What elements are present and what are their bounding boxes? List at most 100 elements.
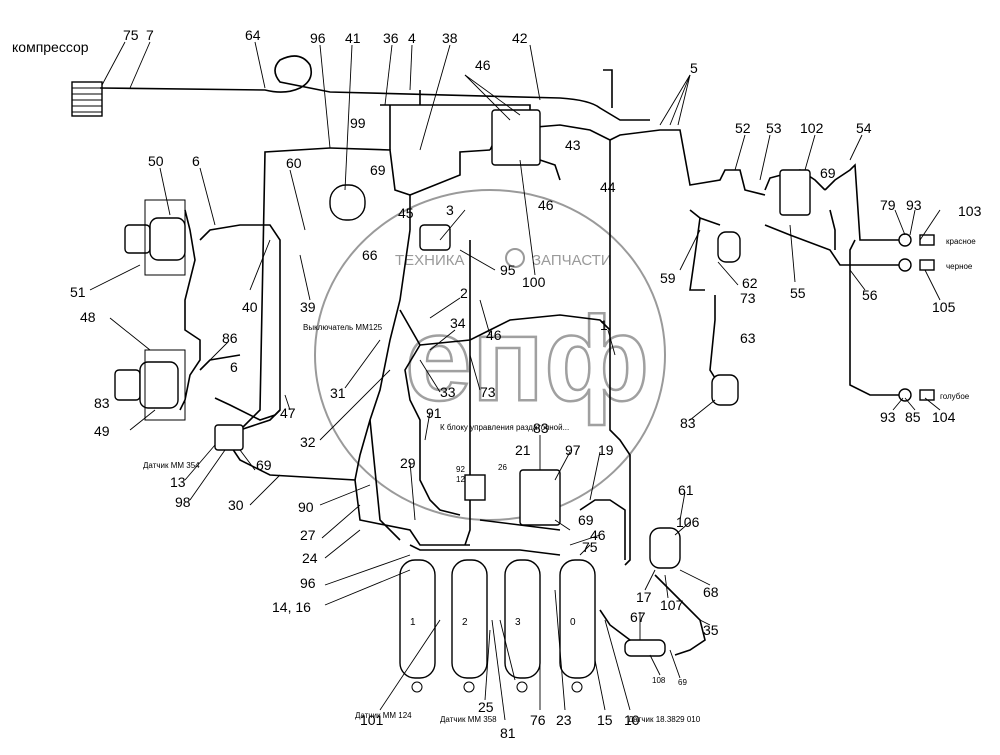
callout-104: 104 bbox=[932, 409, 956, 425]
compressor-label: компрессор bbox=[12, 39, 89, 55]
callout-49: 49 bbox=[94, 423, 110, 439]
callout-38: 38 bbox=[442, 30, 458, 46]
receiver-1 bbox=[399, 559, 436, 679]
callout-101: 101 bbox=[360, 712, 384, 728]
callout-86: 86 bbox=[222, 330, 238, 346]
text-switch: Выключатель ММ125 bbox=[303, 323, 383, 332]
air-receivers: 1 2 3 0 bbox=[399, 559, 596, 693]
callout-36: 36 bbox=[383, 30, 399, 46]
callout-48: 48 bbox=[80, 309, 96, 325]
text-sensor-left: Датчик ММ 354 bbox=[143, 461, 200, 470]
text-valve-note: К блоку управления раздаточной... bbox=[440, 423, 569, 432]
callout-4: 4 bbox=[408, 30, 416, 46]
callout-46-b: 46 bbox=[538, 197, 554, 213]
watermark: ТЕХНИКА ЗАПЧАСТИ епф bbox=[314, 189, 666, 521]
text-red: красное bbox=[946, 237, 976, 246]
callout-42: 42 bbox=[512, 30, 528, 46]
callout-103: 103 bbox=[958, 203, 982, 219]
callout-69-a: 69 bbox=[370, 162, 386, 178]
receiver-2 bbox=[451, 559, 488, 679]
callout-63: 63 bbox=[740, 330, 756, 346]
callout-47: 47 bbox=[280, 405, 296, 421]
text-black: черное bbox=[946, 262, 973, 271]
callout-52: 52 bbox=[735, 120, 751, 136]
callout-41: 41 bbox=[345, 30, 361, 46]
callout-75: 75 bbox=[123, 27, 139, 43]
callout-7: 7 bbox=[146, 27, 154, 43]
callout-31: 31 bbox=[330, 385, 346, 401]
callout-29: 29 bbox=[400, 455, 416, 471]
compressor: компрессор bbox=[12, 39, 103, 117]
callout-96-bottom: 96 bbox=[300, 575, 316, 591]
callout-69-e: 69 bbox=[678, 678, 687, 687]
callout-69-c: 69 bbox=[256, 457, 272, 473]
callout-54: 54 bbox=[856, 120, 872, 136]
callout-79: 79 bbox=[880, 197, 896, 213]
callout-97: 97 bbox=[565, 442, 581, 458]
receiver-label-3: 3 bbox=[515, 617, 521, 628]
callout-60: 60 bbox=[286, 155, 302, 171]
callout-34: 34 bbox=[450, 315, 466, 331]
callout-90: 90 bbox=[298, 499, 314, 515]
callout-81: 81 bbox=[500, 725, 516, 741]
callout-1: 1 bbox=[600, 317, 608, 333]
callout-73-right: 73 bbox=[740, 290, 756, 306]
receiver-label-0: 0 bbox=[570, 617, 576, 628]
callouts: 75 7 64 96 41 36 4 38 42 5 52 53 102 54 … bbox=[70, 27, 982, 741]
callout-102: 102 bbox=[800, 120, 824, 136]
callout-61: 61 bbox=[678, 482, 694, 498]
callout-14-16: 14, 16 bbox=[272, 599, 311, 615]
callout-45: 45 bbox=[398, 205, 414, 221]
callout-44: 44 bbox=[600, 179, 616, 195]
receiver-label-1: 1 bbox=[410, 617, 416, 628]
receiver-3 bbox=[504, 559, 541, 679]
callout-19: 19 bbox=[598, 442, 614, 458]
callout-64: 64 bbox=[245, 27, 261, 43]
callout-108: 108 bbox=[652, 676, 666, 685]
callout-96: 96 bbox=[310, 30, 326, 46]
callout-67: 67 bbox=[630, 609, 646, 625]
callout-66: 66 bbox=[362, 247, 378, 263]
callout-56: 56 bbox=[862, 287, 878, 303]
callout-33: 33 bbox=[440, 384, 456, 400]
callout-40: 40 bbox=[242, 299, 258, 315]
leader-lines bbox=[89, 41, 941, 721]
callout-99: 99 bbox=[350, 115, 366, 131]
callout-62: 62 bbox=[742, 275, 758, 291]
callout-91: 91 bbox=[426, 405, 442, 421]
callout-59: 59 bbox=[660, 270, 676, 286]
callout-83-mid: 83 bbox=[533, 420, 549, 436]
callout-6-top: 6 bbox=[192, 153, 200, 169]
callout-92: 92 bbox=[456, 465, 465, 474]
callout-30: 30 bbox=[228, 497, 244, 513]
callout-105: 105 bbox=[932, 299, 956, 315]
callout-26: 26 bbox=[498, 463, 507, 472]
callout-27: 27 bbox=[300, 527, 316, 543]
callout-95: 95 bbox=[500, 262, 516, 278]
callout-35: 35 bbox=[703, 622, 719, 638]
callout-10: 10 bbox=[624, 712, 640, 728]
receiver-0 bbox=[559, 559, 596, 679]
callout-73-mid: 73 bbox=[480, 384, 496, 400]
text-sensor-bottom-2: Датчик ММ 358 bbox=[440, 715, 497, 724]
callout-5: 5 bbox=[690, 60, 698, 76]
text-sensor-bottom-3: Датчик 18.3829 010 bbox=[628, 715, 701, 724]
callout-76: 76 bbox=[530, 712, 546, 728]
callout-55: 55 bbox=[790, 285, 806, 301]
callout-107: 107 bbox=[660, 597, 684, 613]
callout-106: 106 bbox=[676, 514, 700, 530]
callout-46-top: 46 bbox=[475, 57, 491, 73]
callout-93-top: 93 bbox=[906, 197, 922, 213]
callout-46-c: 46 bbox=[486, 327, 502, 343]
callout-75-bottom: 75 bbox=[582, 539, 598, 555]
text-blue: голубое bbox=[940, 392, 970, 401]
callout-3: 3 bbox=[446, 202, 454, 218]
callout-23: 23 bbox=[556, 712, 572, 728]
brake-chambers bbox=[114, 199, 741, 421]
callout-15: 15 bbox=[597, 712, 613, 728]
callout-50: 50 bbox=[148, 153, 164, 169]
callout-100: 100 bbox=[522, 274, 546, 290]
callout-2: 2 bbox=[460, 285, 468, 301]
callout-83-left: 83 bbox=[94, 395, 110, 411]
callout-53: 53 bbox=[766, 120, 782, 136]
